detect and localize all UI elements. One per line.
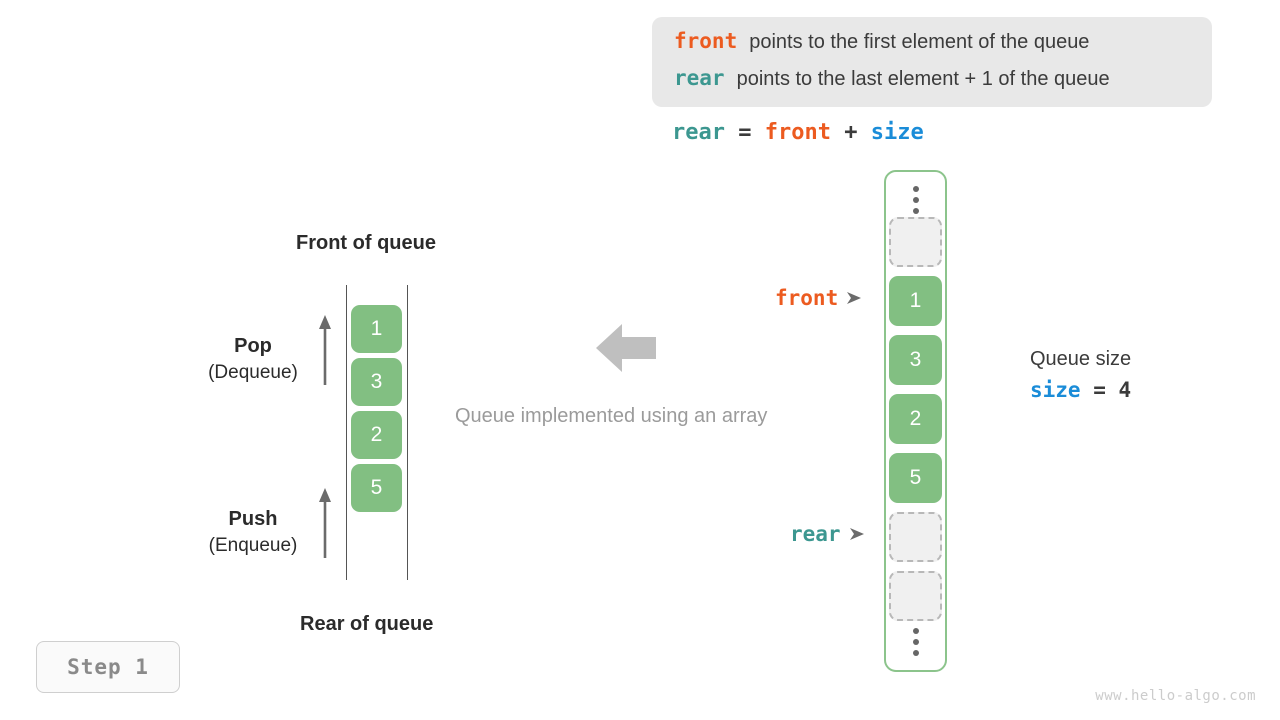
dot <box>912 208 919 214</box>
pop-operation-label: Pop (Dequeue) <box>168 333 338 387</box>
array-top-ellipsis-icon <box>912 186 919 214</box>
left-queue-cells: 1 3 2 5 <box>351 305 402 517</box>
dot <box>912 639 919 645</box>
formula-token-equals: = <box>724 120 765 145</box>
queue-size-expression: size = 4 <box>1030 374 1131 406</box>
array-cells: 1 3 2 5 <box>889 217 942 630</box>
left-queue-cell: 1 <box>351 305 402 353</box>
legend-text-rear: points to the last element + 1 of the qu… <box>736 68 1110 90</box>
array-bottom-ellipsis-icon <box>912 628 919 656</box>
step-badge: Step 1 <box>36 641 180 693</box>
formula-token-size: size <box>870 120 924 145</box>
array-cell-empty <box>889 217 942 267</box>
push-operation-label: Push (Enqueue) <box>168 506 338 560</box>
queue-size-value: = 4 <box>1080 378 1132 402</box>
dot <box>912 628 919 634</box>
pop-up-arrow-icon <box>319 315 331 385</box>
array-cell-filled: 5 <box>889 453 942 503</box>
queue-size-block: Queue size size = 4 <box>1030 344 1131 406</box>
legend-box: front points to the first element of the… <box>652 17 1212 107</box>
dot <box>912 186 919 192</box>
queue-rail-left <box>346 285 347 580</box>
formula-rear-equals-front-plus-size: rear = front + size <box>672 120 924 145</box>
formula-token-plus: + <box>830 120 871 145</box>
center-caption: Queue implemented using an array <box>455 405 768 427</box>
dot <box>912 650 919 656</box>
dot <box>912 197 919 203</box>
array-cell-empty <box>889 512 942 562</box>
array-container: 1 3 2 5 <box>884 170 947 672</box>
array-cell-filled: 2 <box>889 394 942 444</box>
front-pointer-label: front <box>775 286 839 310</box>
formula-token-front: front <box>764 120 831 145</box>
queue-size-key: size <box>1030 378 1081 402</box>
left-queue-cell: 2 <box>351 411 402 459</box>
formula-token-rear: rear <box>672 120 725 145</box>
rear-of-queue-label: Rear of queue <box>300 613 434 635</box>
pop-title: Pop <box>234 335 272 357</box>
left-queue-diagram: 1 3 2 5 <box>346 285 408 580</box>
legend-line-front: front points to the first element of the… <box>674 29 1192 66</box>
array-cell-empty <box>889 571 942 621</box>
pointer-arrow-icon <box>847 292 862 304</box>
array-cell-filled: 3 <box>889 335 942 385</box>
front-pointer: front <box>775 286 863 310</box>
array-cell-filled: 1 <box>889 276 942 326</box>
push-subtitle: (Enqueue) <box>208 535 298 556</box>
rear-pointer-label: rear <box>790 522 841 546</box>
watermark: www.hello-algo.com <box>1095 688 1256 704</box>
push-title: Push <box>228 508 278 530</box>
left-arrow-icon <box>596 324 656 372</box>
pop-subtitle: (Dequeue) <box>208 362 298 383</box>
push-up-arrow-icon <box>319 488 331 558</box>
queue-rail-right <box>407 285 408 580</box>
legend-key-rear: rear <box>674 66 725 90</box>
rear-pointer: rear <box>790 522 866 546</box>
front-of-queue-label: Front of queue <box>296 232 436 254</box>
legend-text-front: points to the first element of the queue <box>749 31 1090 53</box>
legend-line-rear: rear points to the last element + 1 of t… <box>674 66 1192 103</box>
legend-key-front: front <box>674 29 738 53</box>
queue-size-title: Queue size <box>1030 348 1132 370</box>
pointer-arrow-icon <box>849 528 864 540</box>
left-queue-cell: 3 <box>351 358 402 406</box>
left-queue-cell: 5 <box>351 464 402 512</box>
